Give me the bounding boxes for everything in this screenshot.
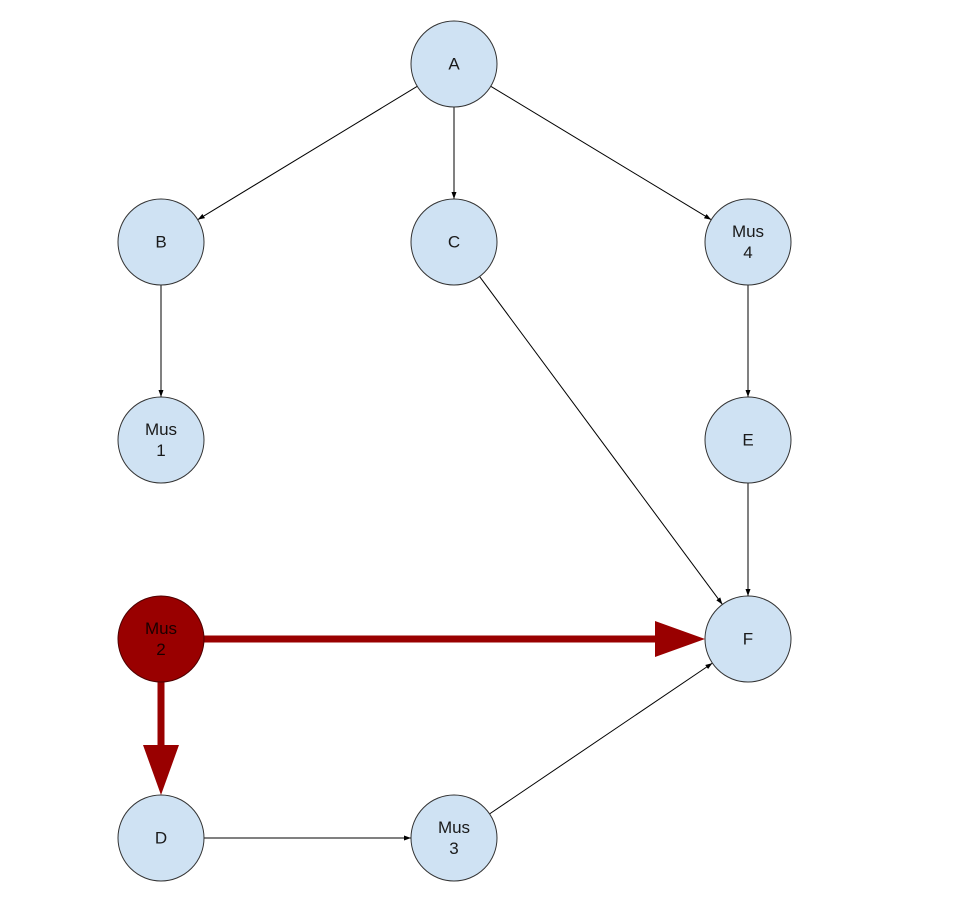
edge-mus2-to-d xyxy=(143,682,179,795)
node-label: E xyxy=(742,431,753,450)
edge-line xyxy=(489,662,713,815)
node-d: D xyxy=(117,794,205,882)
node-circle xyxy=(704,595,792,683)
edge-a-to-b xyxy=(197,85,418,221)
node-label: F xyxy=(743,630,753,649)
arrowhead xyxy=(143,745,179,795)
edge-line xyxy=(490,85,712,221)
node-c: C xyxy=(410,198,498,286)
node-mus4: Mus 4 xyxy=(704,198,792,286)
edge-a-to-mus4 xyxy=(490,85,712,221)
node-circle xyxy=(704,396,792,484)
node-circle xyxy=(410,20,498,108)
node-label: Mus xyxy=(145,420,177,439)
node-circle xyxy=(410,198,498,286)
node-mus3: Mus 3 xyxy=(410,794,498,882)
node-e: E xyxy=(704,396,792,484)
node-label: 3 xyxy=(449,839,458,858)
edge-mus3-to-f xyxy=(489,662,713,815)
edge-line xyxy=(479,276,723,605)
arrowhead xyxy=(655,621,705,657)
node-label: Mus xyxy=(732,222,764,241)
node-label: B xyxy=(155,233,166,252)
node-circle xyxy=(117,396,205,484)
node-label: 1 xyxy=(156,441,165,460)
node-label: 4 xyxy=(743,243,752,262)
node-circle xyxy=(704,198,792,286)
edge-line xyxy=(197,85,418,221)
edge-c-to-f xyxy=(479,276,723,605)
edge-mus2-to-f xyxy=(204,621,705,657)
node-label: 2 xyxy=(156,640,165,659)
node-circle xyxy=(117,198,205,286)
node-a: A xyxy=(410,20,498,108)
node-circle xyxy=(410,794,498,882)
node-label: D xyxy=(155,829,167,848)
node-f: F xyxy=(704,595,792,683)
node-mus2: Mus 2 xyxy=(117,595,205,683)
node-label: C xyxy=(448,233,460,252)
node-mus1: Mus 1 xyxy=(117,396,205,484)
node-label: A xyxy=(448,55,460,74)
node-circle xyxy=(117,595,205,683)
node-label: Mus xyxy=(145,619,177,638)
edges-layer xyxy=(143,85,751,841)
node-circle xyxy=(117,794,205,882)
node-label: Mus xyxy=(438,818,470,837)
node-b: B xyxy=(117,198,205,286)
